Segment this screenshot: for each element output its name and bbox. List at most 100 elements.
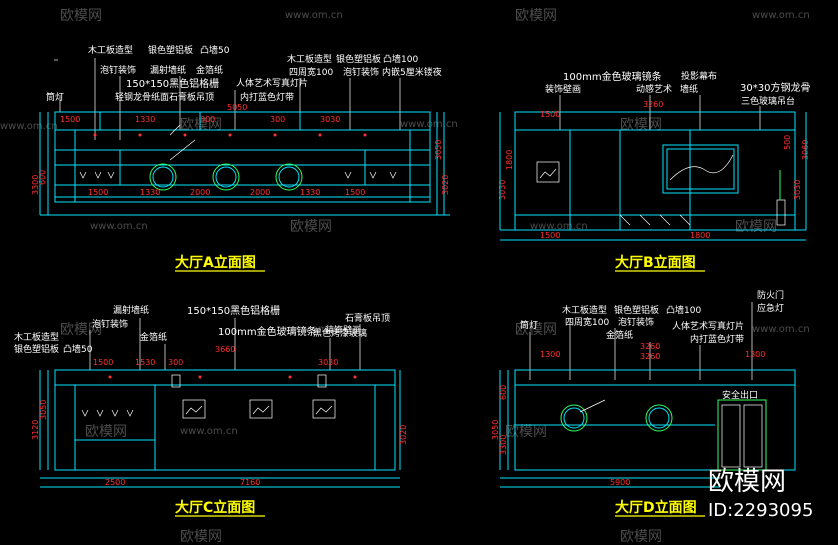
label: 30*30方钢龙骨 [740, 81, 810, 94]
wall-painting [536, 161, 560, 183]
dimension: 5050 [227, 103, 247, 112]
round-porthole [212, 163, 240, 191]
dimension: 3030 [320, 115, 340, 124]
dimension: 3030 [498, 180, 507, 200]
dimension: 600 [499, 385, 508, 400]
wall-painting [312, 399, 336, 419]
label: 人体艺术写真灯片 [236, 77, 308, 89]
dimension: 1300 [745, 350, 765, 359]
label: 100mm金色玻璃镜条 [218, 325, 317, 338]
watermark-url: www.om.cn [285, 324, 343, 335]
dimension: 1500 [540, 231, 560, 240]
watermark-brand: 欧模网 [60, 8, 102, 24]
brand-logo-text: 欧模网 [708, 467, 786, 497]
label: 银色塑铝板 [614, 304, 659, 316]
round-porthole [645, 404, 673, 432]
label: 墙纸 [680, 83, 698, 95]
watermark-brand: 欧模网 [515, 8, 557, 24]
dimension: 300 [270, 115, 285, 124]
label: 木工板造型 [88, 44, 133, 56]
dimension: 2500 [105, 478, 125, 487]
label: 轻钢龙骨纸面石膏板吊顶 [115, 91, 214, 103]
label: 装饰壁画 [545, 83, 581, 95]
dimension: 1500 [88, 188, 108, 197]
label: 150*150黑色铝格栅 [126, 77, 219, 90]
watermark-brand: 欧模网 [735, 219, 777, 235]
label: 金箔纸 [606, 329, 633, 341]
dimension: 1530 [135, 358, 155, 367]
drawing-title: 大厅B立面图 [615, 254, 696, 271]
label: 木工板造型 [562, 304, 607, 316]
label: 泡钉装饰 [343, 66, 379, 78]
dimension: 3660 [215, 345, 235, 354]
watermark-url: www.om.cn [752, 324, 810, 335]
round-porthole [560, 404, 588, 432]
round-porthole [149, 163, 177, 191]
watermark-url: www.om.cn [530, 221, 588, 232]
label: 漏射墙纸 [113, 304, 149, 316]
label: 凸墙100 [383, 53, 418, 65]
label: 内嵌5厘米镂夜 [382, 66, 442, 78]
watermark-brand: 欧模网 [180, 117, 222, 133]
dimension: 600 [38, 170, 47, 185]
dimension: 3030 [318, 358, 338, 367]
exit-sign: 安全出口 [722, 389, 758, 401]
label: 装饰壁画 [325, 324, 361, 336]
label: 四周宽100 [565, 316, 609, 328]
dimension: 3260 [640, 342, 660, 351]
brand-id: ID:2293095 [708, 500, 813, 521]
label: 人体艺术写真灯片 [672, 320, 744, 332]
label: 四周宽100 [289, 66, 333, 78]
label: 银色塑铝板 [336, 53, 381, 65]
wall-painting [249, 399, 273, 419]
watermark-url: www.om.cn [752, 10, 810, 21]
label: 内打蓝色灯带 [690, 333, 744, 345]
dimension: 2000 [250, 188, 270, 197]
dimension: 3260 [643, 100, 663, 109]
label: 凸墙100 [666, 304, 701, 316]
wall-outline [514, 369, 796, 471]
watermark-brand: 欧模网 [505, 424, 547, 440]
watermark-url: www.om.cn [90, 221, 148, 232]
watermark-brand: 欧模网 [620, 529, 662, 545]
fire-door [717, 399, 767, 471]
dimension: 1330 [140, 188, 160, 197]
dimension: 3260 [640, 352, 660, 361]
label: 凸墙50 [200, 44, 230, 56]
dimension: 3050 [491, 420, 500, 440]
label: 凸墙50 [63, 343, 93, 355]
elevation-d: 木工板造型 银色塑铝板 凸墙100 四周宽100 泡钉装饰 筒灯 金箔纸 人体艺… [491, 289, 796, 517]
dimension: 300 [200, 115, 215, 124]
label: 泡钉装饰 [618, 316, 654, 328]
label: 150*150黑色铝格栅 [187, 304, 280, 317]
watermark-brand: 欧模网 [60, 322, 102, 338]
drawing-title: 大厅A立面图 [175, 254, 256, 271]
label: 动感艺术 [636, 83, 672, 95]
label: 防火门 [757, 289, 784, 301]
label: 筒灯 [46, 91, 64, 103]
dimension: 3120 [31, 420, 40, 440]
dimension: 500 [783, 135, 792, 150]
watermark-url: www.om.cn [180, 426, 238, 437]
watermark-brand: 欧模网 [180, 529, 222, 545]
label: 木工板造型 [287, 53, 332, 65]
dimension: 1500 [345, 188, 365, 197]
dimension: 1500 [540, 110, 560, 119]
label: 石膏板吊顶 [345, 312, 390, 324]
dimension: 3050 [39, 400, 48, 420]
label: 泡钉装饰 [92, 318, 128, 330]
dimension: 7160 [240, 478, 260, 487]
dimension: 1800 [505, 150, 514, 170]
label: 银色塑铝板 [14, 343, 59, 355]
watermark-brand: 欧模网 [85, 424, 127, 440]
dimension: 3300 [499, 435, 508, 455]
watermark-layer: 欧模网 www.om.cn 欧模网 www.om.cn www.om.cn 欧模… [0, 8, 810, 545]
label: 100mm金色玻璃镜条 [563, 70, 662, 83]
dimension: 1300 [540, 350, 560, 359]
elevation-a: 木工板造型 银色塑铝板 凸墙50 泡钉装饰 漏射墙纸 金箔纸 150*150黑色… [31, 44, 450, 272]
dimension: 3300 [31, 175, 40, 195]
dimension: 3050 [434, 140, 443, 160]
watermark-url: www.om.cn [0, 121, 58, 132]
